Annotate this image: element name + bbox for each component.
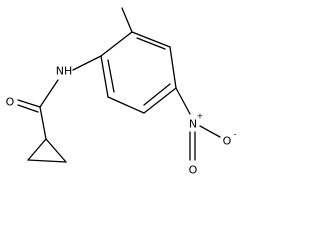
- carbonyl-oxygen-label: O: [6, 96, 15, 109]
- ring-bond-2: [169, 46, 177, 89]
- cyclopropane-bond-2: [27, 159, 67, 163]
- nitro-n-label: N: [189, 118, 197, 131]
- ring-double-bond-3: [107, 59, 115, 93]
- carbonyl-double-bond-a: [17, 99, 41, 108]
- carbonyl-double-bond-b: [17, 104, 39, 113]
- nitro-o-right-label: O: [223, 135, 232, 148]
- ring-double-bond-2: [143, 83, 171, 106]
- ring-n-bond: [72, 55, 102, 71]
- n-carbonyl-bond: [39, 79, 59, 108]
- molecule-diagram: NH O N + O - O: [6, 7, 237, 177]
- cyclopropane-ring: [27, 138, 67, 163]
- ring-bond-1: [131, 31, 171, 48]
- ring-bond-3: [143, 87, 177, 114]
- nitro-o-right-charge: -: [234, 130, 237, 139]
- methyl-bond: [121, 7, 133, 33]
- ring-nitro-bond: [175, 87, 191, 115]
- nitro-n-charge: +: [197, 112, 204, 121]
- nitro-group: N + O - O: [189, 112, 237, 177]
- benzene-ring: [100, 31, 177, 114]
- ring-bond-5: [100, 55, 109, 98]
- cyclopropane-bond-3: [45, 138, 67, 163]
- ring-bond-6: [100, 31, 133, 57]
- amide-nh-label: NH: [56, 65, 73, 78]
- carbonyl-cyclopropyl-bond: [39, 106, 47, 140]
- cyclopropane-bond-1: [27, 138, 47, 161]
- nitro-o-right-bond: [199, 125, 221, 138]
- nitro-o-bottom-label: O: [189, 164, 198, 177]
- ring-bond-4: [107, 96, 145, 114]
- ring-double-bond-1: [136, 37, 166, 50]
